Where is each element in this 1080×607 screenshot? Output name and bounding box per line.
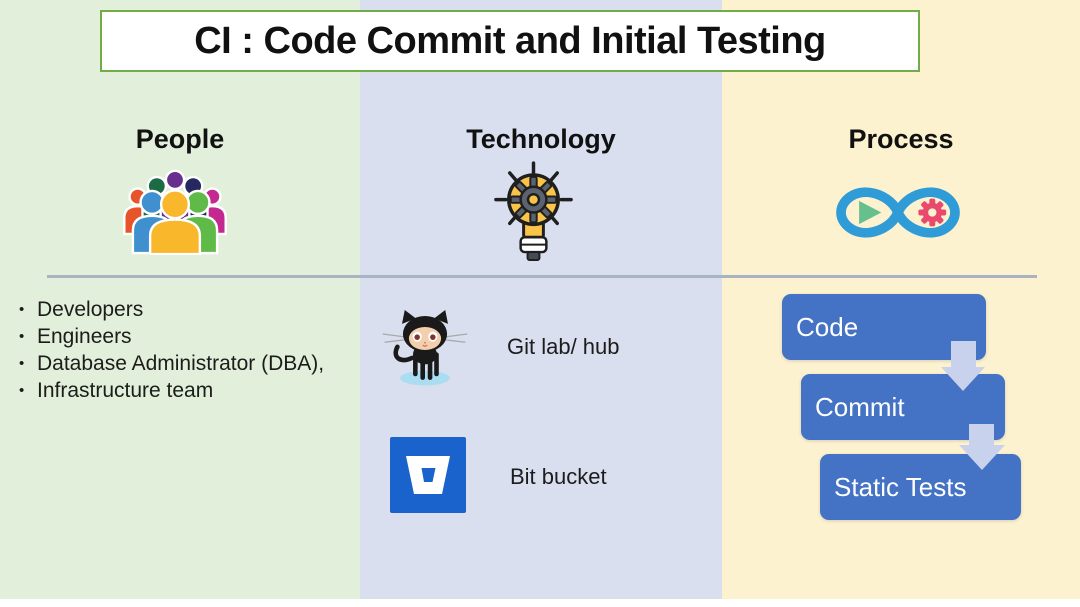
gitlab-hub-label: Git lab/ hub bbox=[507, 334, 620, 359]
down-arrow-icon bbox=[941, 341, 985, 391]
people-group-icon bbox=[123, 169, 227, 255]
list-item-label: Database Administrator (DBA), bbox=[37, 352, 325, 375]
list-item: • Infrastructure team bbox=[0, 377, 356, 404]
bullet-dot: • bbox=[19, 355, 25, 372]
flow-step-label: Static Tests bbox=[834, 471, 967, 502]
list-item: • Engineers bbox=[0, 323, 356, 350]
people-list: • Developers • Engineers • Database Admi… bbox=[0, 296, 356, 404]
list-item: • Developers bbox=[0, 296, 356, 323]
github-octocat-icon bbox=[382, 310, 468, 386]
bitbucket-label: Bit bucket bbox=[510, 464, 607, 489]
down-arrow-icon bbox=[959, 424, 1005, 470]
lightbulb-gear-icon bbox=[494, 161, 573, 261]
play-icon bbox=[859, 200, 882, 225]
list-item-label: Engineers bbox=[37, 325, 132, 348]
process-header: Process bbox=[848, 124, 954, 154]
flow-step-code: Code bbox=[782, 294, 986, 360]
bullet-dot: • bbox=[19, 382, 25, 399]
people-header: People bbox=[135, 124, 225, 154]
bullet-dot: • bbox=[19, 328, 25, 345]
bitbucket-icon bbox=[390, 437, 466, 513]
list-item: • Database Administrator (DBA), bbox=[0, 350, 356, 377]
title-box: CI : Code Commit and Initial Testing bbox=[100, 10, 920, 72]
flow-step-label: Commit bbox=[815, 391, 905, 422]
flow-step-static-tests: Static Tests bbox=[820, 454, 1021, 520]
bullet-dot: • bbox=[19, 301, 25, 318]
technology-header: Technology bbox=[466, 124, 616, 154]
flow-step-label: Code bbox=[796, 311, 859, 342]
list-item-label: Developers bbox=[37, 298, 144, 321]
slide-title: CI : Code Commit and Initial Testing bbox=[194, 19, 826, 62]
people-column-background bbox=[0, 0, 360, 599]
list-item-label: Infrastructure team bbox=[37, 379, 214, 402]
section-divider-line bbox=[47, 275, 1037, 278]
devops-infinity-icon bbox=[836, 187, 960, 238]
